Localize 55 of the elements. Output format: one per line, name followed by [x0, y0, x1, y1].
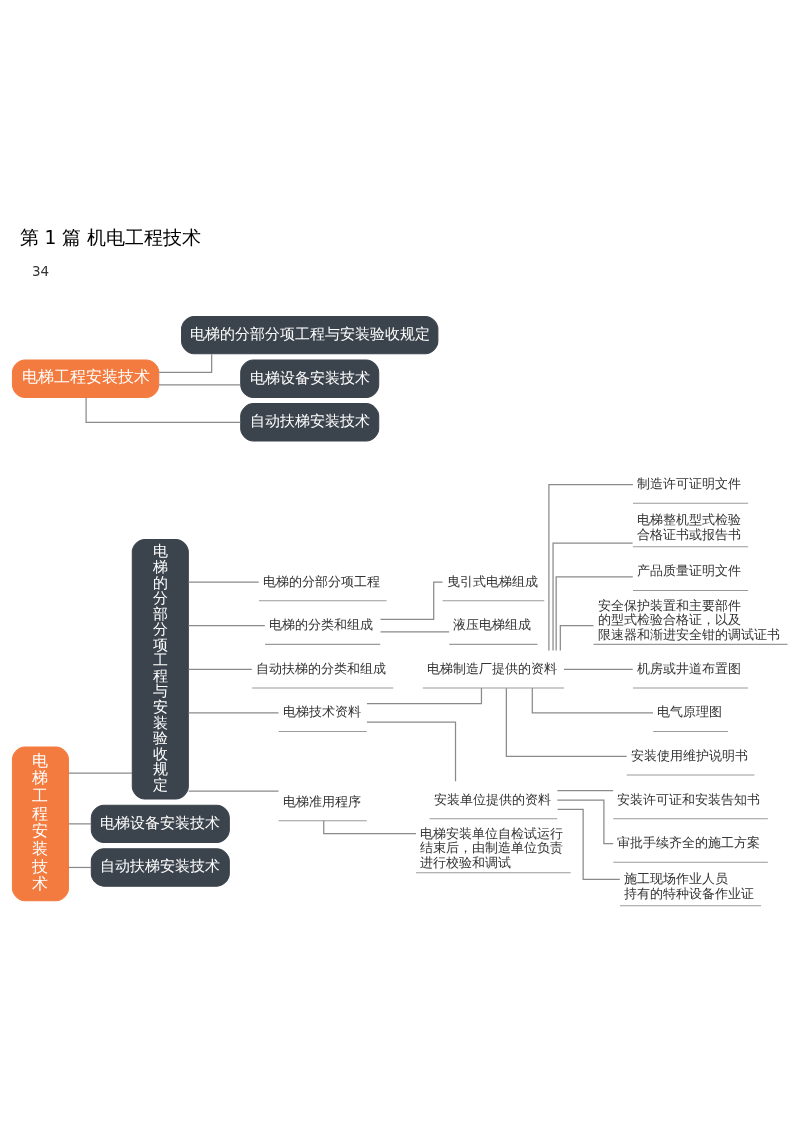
connector	[85, 396, 242, 423]
node-text: 电梯的分部分项工程	[263, 572, 381, 589]
connector	[187, 625, 266, 627]
node-text: 机房或井道布置图	[637, 659, 742, 676]
node-text: 安装单位提供的资料	[433, 790, 551, 807]
node-text: 电梯安装单位自检试运行结束后，由制造单位负责进行校验和调试	[420, 824, 564, 870]
node-box: 电梯设备安装技术	[90, 804, 230, 844]
node-text: 电气原理图	[657, 703, 723, 720]
node-text: 审批手续齐全的施工方案	[617, 834, 761, 851]
node-box: 电梯的分部分项工程与安装验收规定	[131, 539, 189, 800]
connector	[379, 581, 444, 621]
node-text: 自动扶梯的分类和组成	[256, 659, 387, 676]
diagram-title: 第 1 篇 机电工程技术	[19, 227, 202, 249]
node-text: 电梯技术资料	[282, 703, 361, 720]
connector	[187, 668, 253, 670]
connector	[67, 772, 133, 774]
connector	[187, 581, 260, 583]
node-box: 自动扶梯安装技术	[90, 848, 230, 887]
label: 34	[31, 263, 50, 280]
connector	[379, 631, 450, 633]
connector	[556, 790, 614, 792]
node-text: 电梯制造厂提供的资料	[426, 659, 557, 676]
connector	[505, 687, 628, 758]
connector	[552, 542, 634, 651]
connector	[366, 721, 457, 782]
connector	[158, 384, 241, 386]
node-text: 制造许可证明文件	[637, 475, 742, 492]
node-box: 电梯工程安装技术	[11, 746, 69, 902]
connector	[67, 823, 92, 825]
node-text: 电梯整机型式检验合格证书或报告书	[637, 511, 742, 542]
connector	[158, 353, 213, 374]
connector	[548, 483, 634, 652]
connector	[556, 799, 614, 845]
connector	[531, 687, 654, 714]
connector	[187, 712, 280, 714]
node-text: 电梯准用程序	[282, 792, 361, 809]
connector	[559, 625, 595, 652]
node-text: 电梯的分类和组成	[269, 616, 374, 633]
node-text: 产品质量证明文件	[637, 562, 742, 579]
connector	[323, 820, 417, 835]
node-box: 电梯的分部分项工程与安装验收规定	[181, 315, 439, 355]
node-box: 自动扶梯安装技术	[240, 403, 380, 442]
node-text: 安全保护装置和主要部件的型式检验合格证，以及限速器和渐进安全钳的调试证书	[597, 596, 780, 642]
node-text: 安装许可证和安装告知书	[617, 790, 761, 807]
connector	[563, 668, 634, 670]
node-text: 施工现场作业人员持有的特种设备作业证	[624, 870, 755, 901]
connector	[555, 576, 634, 652]
connector	[557, 808, 621, 880]
node-text: 安装使用维护说明书	[630, 746, 748, 763]
connector	[67, 866, 92, 869]
node-box: 电梯工程安装技术	[11, 359, 160, 398]
connector	[187, 790, 280, 792]
node-text: 曳引式电梯组成	[446, 572, 538, 589]
node-text: 液压电梯组成	[453, 616, 532, 633]
node-box: 电梯设备安装技术	[240, 359, 380, 398]
